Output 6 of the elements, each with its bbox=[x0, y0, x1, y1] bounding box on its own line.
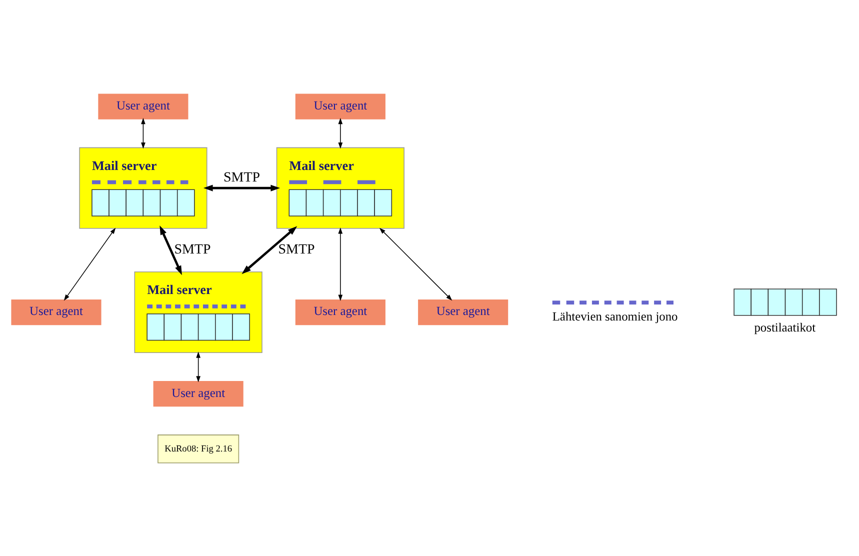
legend-label: Lähtevien sanomien jono bbox=[552, 309, 678, 324]
edge-label: SMTP bbox=[174, 242, 211, 258]
edge-label: SMTP bbox=[278, 242, 315, 258]
label: KuRo08: Fig 2.16 bbox=[164, 444, 232, 454]
edge-label: SMTP bbox=[224, 170, 260, 185]
legend-label: postilaatikot bbox=[754, 320, 816, 334]
